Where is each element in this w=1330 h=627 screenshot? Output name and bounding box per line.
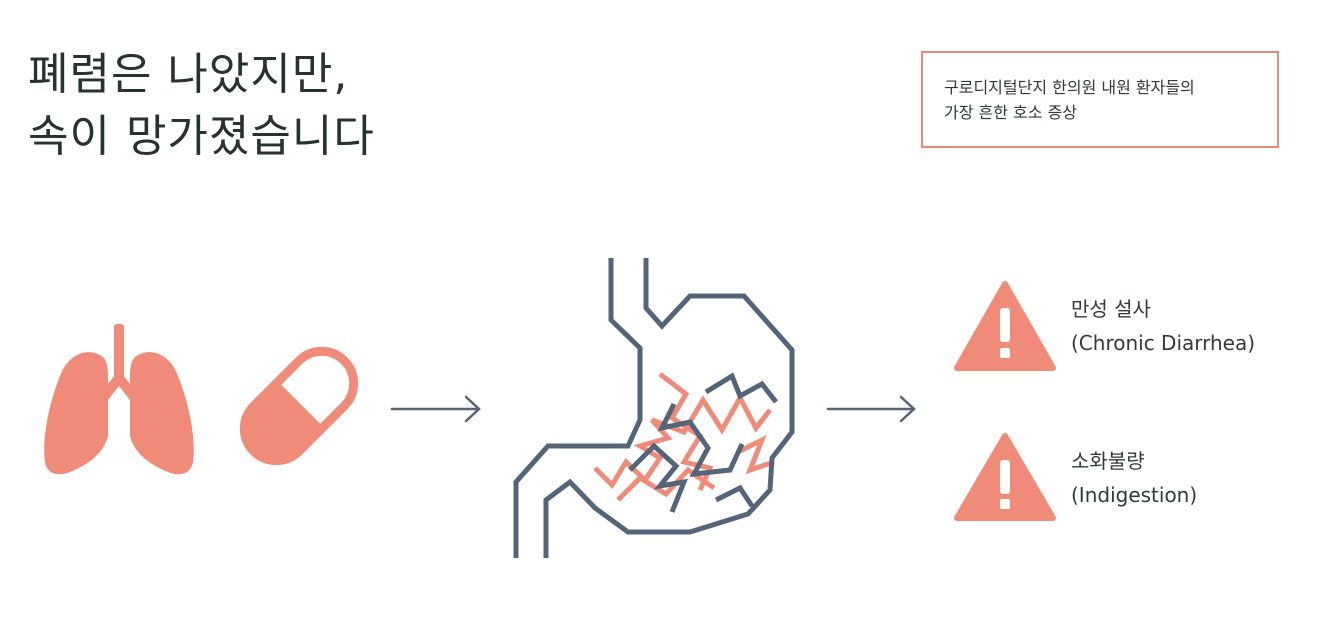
headline-line-2: 속이 망가졌습니다 (28, 111, 375, 162)
warning-triangle-icon (954, 281, 1056, 371)
symptom-korean-label: 소화불량 (1071, 449, 1145, 473)
source-note-box: 구로디지털단지 한의원 내원 환자들의 가장 흔한 호소 증상 (921, 51, 1279, 148)
source-note-line-1: 구로디지털단지 한의원 내원 환자들의 (944, 78, 1195, 97)
source-note-line-2: 가장 흔한 호소 증상 (944, 103, 1078, 122)
headline-line-1: 폐렴은 나았지만, (28, 49, 349, 100)
symptom-chronic-diarrhea: 만성 설사 (Chronic Diarrhea) (1071, 292, 1255, 360)
arrow-right-icon (826, 395, 916, 423)
symptom-english-label: (Indigestion) (1071, 483, 1198, 507)
symptom-indigestion: 소화불량 (Indigestion) (1071, 444, 1197, 512)
pill-capsule-icon (239, 346, 359, 466)
lungs-icon (44, 324, 194, 475)
headline: 폐렴은 나았지만, 속이 망가졌습니다 (28, 44, 375, 168)
symptom-english-label: (Chronic Diarrhea) (1071, 331, 1256, 355)
warning-triangle-icon (954, 433, 1056, 521)
symptom-korean-label: 만성 설사 (1071, 297, 1151, 321)
arrow-right-icon (390, 395, 481, 423)
stomach-icon (513, 258, 795, 558)
